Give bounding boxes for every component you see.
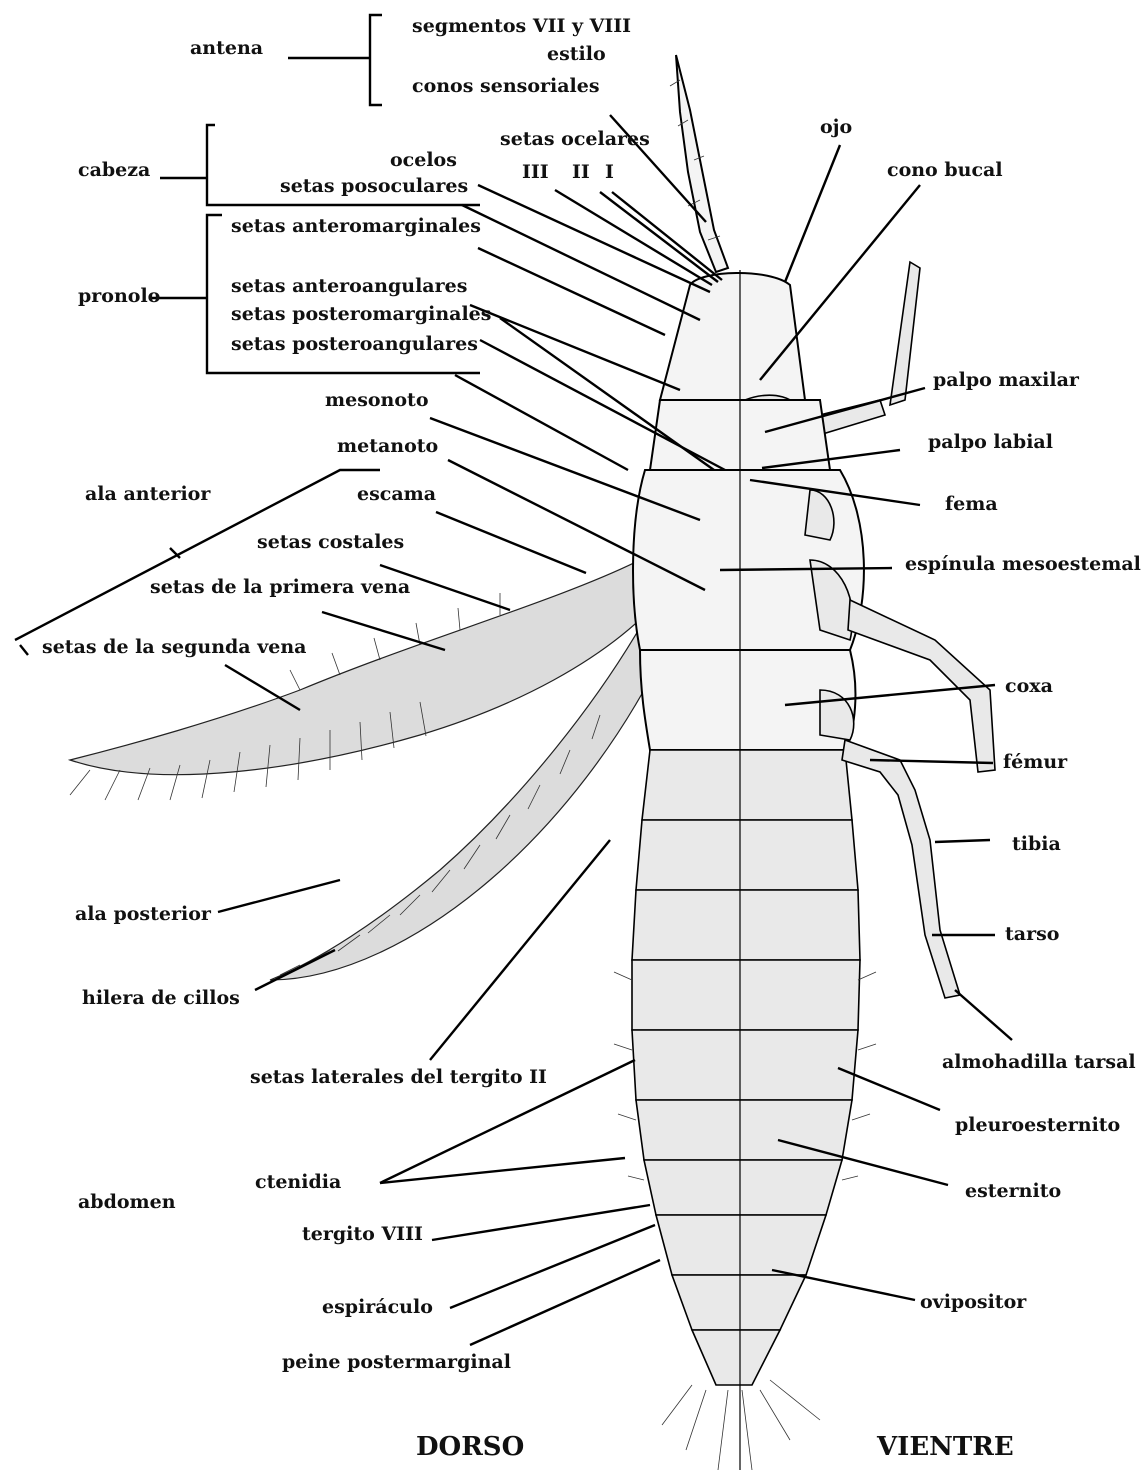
label-tergito-viii: tergito VIII <box>302 1223 423 1245</box>
label-tibia: tibia <box>1012 833 1061 855</box>
label-pleuroesternito: pleuroesternito <box>955 1114 1120 1136</box>
label-dorso: DORSO <box>416 1432 524 1462</box>
label-palpo-labial: palpo labial <box>928 431 1053 453</box>
label-setas-costales: setas costales <box>257 531 404 553</box>
label-hilera-cillos: hilera de cillos <box>82 987 240 1009</box>
label-ocelos: ocelos <box>390 149 457 171</box>
label-mesonoto: mesonoto <box>325 389 429 411</box>
label-femur: fémur <box>1003 751 1068 773</box>
antenna <box>676 55 728 272</box>
label-setas-ocelares: setas ocelares <box>500 128 650 150</box>
insect-illustration <box>70 55 995 1470</box>
maxillary-palp-shape <box>890 262 920 405</box>
label-antena: antena <box>190 37 263 59</box>
label-escama: escama <box>357 483 436 505</box>
label-setas-segunda-vena: setas de la segunda vena <box>42 636 306 658</box>
label-fema: fema <box>945 493 998 515</box>
label-esternito: esternito <box>965 1180 1061 1202</box>
label-ala-anterior: ala anterior <box>85 483 211 505</box>
label-almohadilla-tarsal: almohadilla tarsal <box>942 1051 1136 1073</box>
abdomen-segments <box>632 750 860 1385</box>
label-metanoto: metanoto <box>337 435 438 457</box>
label-coxa: coxa <box>1005 675 1053 697</box>
label-setas-posteroangulares: setas posteroangulares <box>231 333 478 355</box>
label-ovipositor: ovipositor <box>920 1291 1027 1313</box>
label-setas-laterales: setas laterales del tergito II <box>250 1066 547 1088</box>
label-ocelo-iii: III <box>522 161 549 183</box>
label-segmentos: segmentos VII y VIII <box>412 15 631 37</box>
label-setas-anteroangulares: setas anteroangulares <box>231 275 467 297</box>
label-pronolo: pronolo <box>78 285 160 307</box>
label-estilo: estilo <box>547 43 606 65</box>
label-cono-bucal: cono bucal <box>887 159 1003 181</box>
label-palpo-maxilar: palpo maxilar <box>933 369 1080 391</box>
label-espinula-mesoestemal: espínula mesoestemal <box>905 553 1141 575</box>
label-ojo: ojo <box>820 116 852 138</box>
label-cabeza: cabeza <box>78 159 150 181</box>
label-tarso: tarso <box>1005 923 1059 945</box>
label-conos-sensoriales: conos sensoriales <box>412 75 600 97</box>
label-ocelo-ii: II <box>572 161 590 183</box>
label-setas-posteromarginales: setas posteromarginales <box>231 303 491 325</box>
label-vientre: VIENTRE <box>876 1432 1014 1462</box>
label-peine-postermarginal: peine postermarginal <box>282 1351 511 1373</box>
label-ocelo-i: I <box>605 161 614 183</box>
label-setas-anteromarginales: setas anteromarginales <box>231 215 481 237</box>
label-setas-primera-vena: setas de la primera vena <box>150 576 410 598</box>
label-espiraculo: espiráculo <box>322 1296 433 1318</box>
label-ctenidia: ctenidia <box>255 1171 341 1193</box>
head <box>660 273 805 400</box>
label-abdomen: abdomen <box>78 1191 176 1213</box>
label-setas-posoculares: setas posoculares <box>280 175 468 197</box>
label-ala-posterior: ala posterior <box>75 903 212 925</box>
